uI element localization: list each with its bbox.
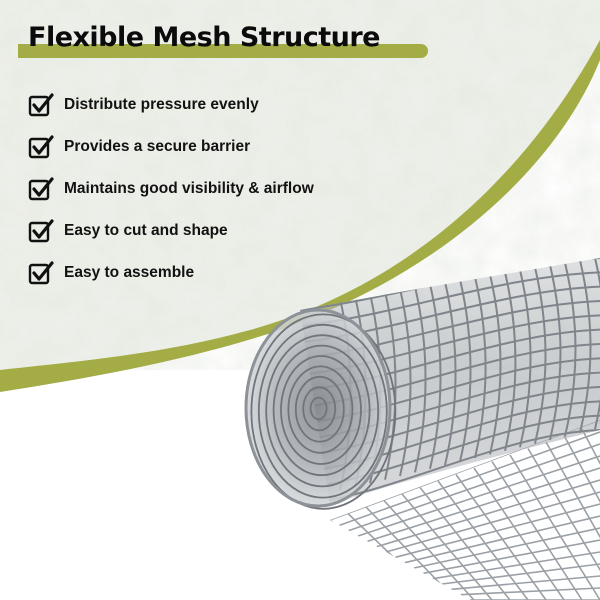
feature-item: Easy to cut and shape: [28, 210, 314, 252]
page-title: Flexible Mesh Structure: [28, 22, 381, 53]
title-underline-bar: [18, 44, 428, 58]
title-block: Flexible Mesh Structure: [18, 22, 438, 66]
feature-item: Maintains good visibility & airflow: [28, 168, 314, 210]
feature-label: Maintains good visibility & airflow: [64, 180, 314, 197]
feature-label: Distribute pressure evenly: [64, 96, 259, 113]
checkbox-check-icon: [28, 261, 54, 285]
checkbox-check-icon: [28, 219, 54, 243]
feature-item: Distribute pressure evenly: [28, 84, 314, 126]
feature-item: Easy to assemble: [28, 252, 314, 294]
feature-label: Easy to cut and shape: [64, 222, 228, 239]
feature-label: Provides a secure barrier: [64, 138, 251, 155]
feature-label: Easy to assemble: [64, 264, 195, 281]
checkbox-check-icon: [28, 93, 54, 117]
feature-list: Distribute pressure evenly Provides a se…: [28, 84, 314, 294]
checkbox-check-icon: [28, 135, 54, 159]
checkbox-check-icon: [28, 177, 54, 201]
feature-item: Provides a secure barrier: [28, 126, 314, 168]
roll-end-spiral: [244, 308, 397, 510]
